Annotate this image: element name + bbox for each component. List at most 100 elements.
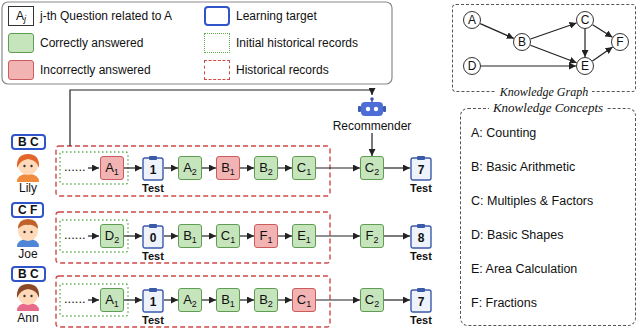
recommender: Recommender — [332, 97, 412, 133]
legend-text: Historical records — [236, 62, 329, 78]
concept-node: E — [576, 57, 594, 75]
arrow-connector — [278, 167, 292, 168]
test-score: 1 — [142, 163, 164, 177]
student-name: Ann — [17, 312, 38, 325]
concept-node: A — [463, 11, 481, 29]
question-box: C1 — [292, 288, 316, 312]
concept-item: D: Basic Shapes — [471, 227, 563, 243]
question-box: B1 — [216, 156, 240, 180]
arrow-connector — [164, 235, 178, 236]
question-index: 1 — [267, 235, 272, 245]
question-index: 2 — [268, 299, 273, 309]
ellipsis: ...... — [64, 292, 86, 306]
test-score: 7 — [410, 163, 432, 177]
test-label: Test — [410, 250, 432, 262]
test-label: Test — [142, 250, 164, 262]
arrow-connector — [384, 235, 410, 236]
question-box: B2 — [254, 288, 278, 312]
test-score: 0 — [142, 231, 164, 245]
arrow-connector — [316, 167, 360, 168]
question-box: D2 — [100, 224, 124, 248]
student-avatar — [17, 284, 39, 311]
question-index: 1 — [306, 167, 311, 177]
concept-letter: D — [468, 60, 477, 72]
arrow-connector — [481, 65, 576, 66]
concept-letter: E — [581, 60, 589, 72]
question-index: 2 — [192, 167, 197, 177]
arrow-connector — [592, 47, 612, 61]
question-index: 1 — [230, 235, 235, 245]
question-box: B1 — [178, 224, 202, 248]
question-letter: B — [183, 229, 192, 243]
learning-target-box: C F — [11, 202, 44, 218]
concept-node: F — [611, 33, 629, 51]
arrow-connector — [124, 167, 142, 168]
legend-sample — [8, 60, 34, 80]
graph-panel: Knowledge GraphABCDEF — [452, 4, 636, 92]
question-index: 2 — [114, 235, 119, 245]
concept-letter: A — [468, 14, 476, 26]
legend-text: j-th Question related to A — [40, 8, 172, 24]
legend-symbol: A — [16, 10, 24, 22]
panel-title: Knowledge Graph — [496, 85, 592, 99]
test-score: 8 — [410, 231, 432, 245]
concept-item: B: Basic Arithmetic — [471, 159, 575, 175]
concept-item: A: Counting — [471, 125, 536, 141]
question-box: A1 — [100, 288, 124, 312]
question-index: 2 — [374, 167, 379, 177]
concept-item: E: Area Calculation — [471, 261, 577, 277]
question-letter: A — [105, 161, 114, 175]
arrow-connector — [240, 299, 254, 300]
question-box: E1 — [292, 224, 316, 248]
concept-node: B — [513, 33, 531, 51]
history-frame — [56, 276, 330, 327]
question-box: B1 — [216, 288, 240, 312]
question-letter: B — [221, 293, 230, 307]
arrow-connector — [316, 299, 360, 300]
test-icon: 7Test — [410, 155, 432, 181]
test-label: Test — [410, 182, 432, 194]
test-icon: 7Test — [410, 287, 432, 313]
question-letter: A — [183, 293, 192, 307]
legend-text: Learning target — [236, 8, 317, 24]
question-letter: B — [259, 293, 268, 307]
concept-letter: C — [581, 14, 590, 26]
test-icon: 8Test — [410, 223, 432, 249]
question-letter: A — [183, 161, 192, 175]
concepts-panel: Knowledge ConceptsA: CountingB: Basic Ar… — [460, 108, 636, 326]
history-frame — [56, 146, 330, 196]
initial-frame — [60, 220, 128, 252]
initial-frame — [60, 284, 128, 316]
question-letter: F — [366, 229, 374, 243]
sequence-arrow — [88, 167, 99, 168]
question-index: 2 — [268, 167, 273, 177]
legend-symbol: j — [24, 14, 26, 24]
arrow-connector — [164, 167, 178, 168]
question-letter: A — [105, 293, 114, 307]
arrow-connector — [124, 299, 142, 300]
robot-icon — [358, 97, 386, 119]
recommender-label: Recommender — [333, 119, 412, 133]
legend-sample — [8, 33, 34, 53]
question-index: 1 — [114, 167, 119, 177]
legend-sample: Aj — [8, 6, 34, 26]
question-box: F2 — [360, 224, 384, 248]
history-feed-line — [70, 90, 372, 146]
legend-text: Initial historical records — [236, 35, 358, 51]
arrow-connector — [316, 235, 360, 236]
test-icon: 0Test — [142, 223, 164, 249]
target-text: C F — [18, 204, 37, 216]
arrow-connector — [240, 235, 254, 236]
arrow-connector — [371, 133, 372, 156]
panel-title: Knowledge Concepts — [489, 100, 607, 116]
test-label: Test — [410, 314, 432, 326]
question-box: C2 — [360, 288, 384, 312]
question-box: C2 — [360, 156, 384, 180]
question-index: 2 — [374, 299, 379, 309]
question-letter: B — [221, 161, 230, 175]
question-letter: C — [221, 229, 230, 243]
legend-text: Incorrectly answered — [40, 62, 151, 78]
arrow-connector — [480, 24, 514, 39]
question-index: 1 — [306, 299, 311, 309]
question-letter: D — [105, 229, 114, 243]
